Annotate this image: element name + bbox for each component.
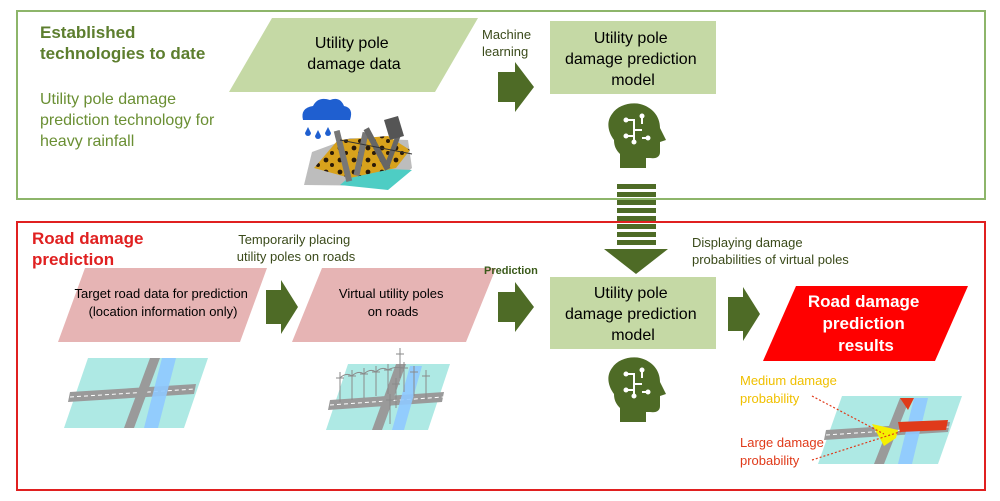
large-probability-label: Large damage probability bbox=[740, 435, 827, 468]
prediction-results-box bbox=[763, 286, 968, 361]
bottom-model-label: Utility pole damage prediction model bbox=[565, 285, 701, 344]
displaying-probabilities-label: Displaying damage probabilities of virtu… bbox=[692, 235, 849, 267]
virtual-poles-box bbox=[292, 268, 496, 342]
established-panel bbox=[16, 10, 986, 200]
transfer-down-arrow bbox=[604, 184, 668, 274]
damage-data-label: Utility pole damage data bbox=[307, 35, 401, 73]
placing-arrow bbox=[266, 280, 298, 334]
brain-head-icon bbox=[608, 103, 666, 168]
virtual-poles-map-illustration bbox=[326, 348, 450, 430]
damage-data-box bbox=[229, 18, 478, 92]
machine-learning-arrow bbox=[498, 62, 534, 112]
prediction-arrow bbox=[498, 282, 534, 332]
prediction-label: Prediction bbox=[484, 265, 538, 277]
target-road-data-box bbox=[58, 268, 267, 342]
target-road-data-label: Target road data for prediction (locatio… bbox=[74, 286, 251, 319]
medium-pointer-line bbox=[811, 395, 885, 435]
bottom-model-box bbox=[550, 277, 716, 349]
top-model-label: Utility pole damage prediction model bbox=[565, 30, 701, 89]
top-model-box bbox=[550, 21, 716, 94]
temporarily-placing-label: Temporarily placing utility poles on roa… bbox=[237, 232, 356, 264]
road-damage-heading: Road damage prediction bbox=[32, 229, 148, 269]
result-map-illustration bbox=[818, 396, 962, 464]
rainfall-technology-text: Utility pole damage prediction technolog… bbox=[40, 91, 219, 150]
prediction-results-label: Road damage prediction results bbox=[808, 292, 924, 355]
medium-probability-label: Medium damage probability bbox=[740, 373, 840, 406]
road-damage-panel bbox=[16, 221, 986, 491]
road-map-illustration bbox=[64, 358, 208, 428]
rainfall-landslide-illustration bbox=[302, 98, 413, 190]
display-arrow bbox=[728, 287, 760, 341]
machine-learning-label: Machine learning bbox=[482, 27, 535, 59]
established-heading: Established technologies to date bbox=[40, 23, 205, 63]
large-pointer-line bbox=[811, 427, 913, 461]
brain-head-icon bbox=[608, 357, 666, 422]
virtual-poles-label: Virtual utility poles on roads bbox=[339, 286, 447, 319]
